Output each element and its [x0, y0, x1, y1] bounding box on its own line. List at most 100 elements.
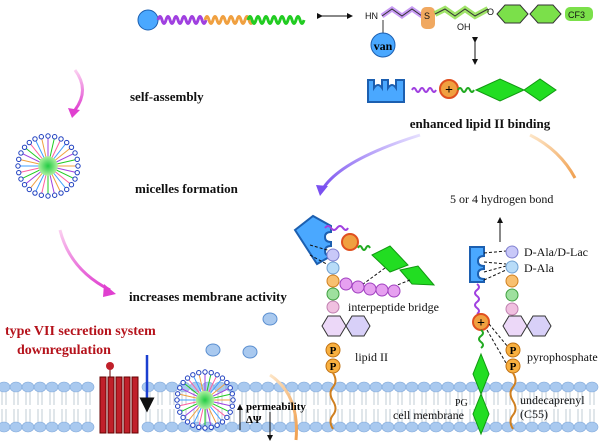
lipid-head	[357, 381, 371, 393]
lipid-head	[9, 381, 23, 393]
pyrophosphate-label: pyrophosphate	[527, 350, 598, 364]
polymer-chain	[137, 9, 306, 31]
lipid-head	[81, 381, 95, 393]
lipid-head	[429, 421, 443, 433]
oxygen-label: O	[487, 7, 494, 17]
lipid-head	[249, 381, 263, 393]
enhanced-binding-label: enhanced lipid II binding	[410, 116, 551, 131]
micelle-head	[18, 150, 24, 156]
membrane-activity-arrow	[58, 229, 111, 292]
micelle-head	[58, 136, 64, 142]
micelle-head	[174, 397, 180, 403]
micelle-head	[51, 134, 58, 140]
micelle-head	[64, 186, 70, 193]
lipid-head	[525, 421, 539, 433]
lipid-head	[165, 381, 179, 393]
micelle-head	[74, 169, 80, 176]
lipid-head	[21, 381, 35, 393]
lipid-head	[465, 421, 479, 433]
self-assembly-label: self-assembly	[130, 89, 204, 104]
lipid-head	[549, 381, 563, 393]
polymer-segment	[203, 15, 255, 25]
plus-label: +	[445, 83, 453, 98]
micelle-head	[184, 375, 191, 381]
micelle-head	[26, 139, 32, 146]
plus-label: +	[477, 316, 485, 331]
lipid-head	[45, 421, 59, 433]
lipid-ii-complex-left: P P	[293, 214, 436, 430]
lipid-head	[393, 421, 407, 433]
sulfonium-label: S	[424, 11, 430, 21]
lipid-head	[21, 421, 35, 433]
lipid-head	[0, 381, 11, 393]
cf3-label: CF3	[568, 10, 585, 20]
micelle-head	[64, 139, 70, 146]
lipid-head	[441, 381, 455, 393]
micelle-head	[208, 424, 214, 430]
micelles-formation-label: micelles formation	[135, 181, 239, 196]
micelle-membrane	[174, 369, 236, 431]
micelle-head	[177, 409, 183, 415]
lipid-head	[309, 381, 323, 393]
lipid-head	[297, 421, 311, 433]
lipid-head	[57, 421, 71, 433]
micelle-head	[51, 192, 58, 198]
lipid-head	[309, 421, 323, 433]
phosphate-label: P	[330, 345, 337, 357]
lipid-head	[429, 381, 443, 393]
d-ala-d-lac-label: D-Ala/D-Lac	[524, 245, 588, 259]
c55-label: (C55)	[520, 407, 548, 421]
delta-psi-label: ΔΨ	[246, 414, 262, 426]
hydrogen-bond-label: 5 or 4 hydrogen bond	[450, 192, 553, 206]
micelle-head	[72, 176, 78, 182]
micelle-head	[58, 190, 64, 196]
lipid-head	[405, 381, 419, 393]
micelle-head	[229, 391, 235, 397]
micelle-head	[15, 163, 21, 169]
micelle-head	[21, 182, 28, 188]
micelle-head	[75, 163, 81, 169]
phosphate-label: P	[510, 345, 517, 357]
schematic-molecule: +	[367, 78, 557, 103]
micelle-head	[38, 192, 45, 198]
micelle-head	[184, 419, 191, 425]
micelle-head	[26, 186, 32, 193]
micelle-head	[38, 134, 45, 140]
interpeptide-bridge-label: interpeptide bridge	[348, 300, 439, 314]
t7ss-label: type VII secretion system	[5, 324, 156, 339]
lipid-head	[537, 421, 551, 433]
micelle-head	[227, 409, 233, 415]
micelle	[15, 133, 81, 199]
phosphate-label: P	[330, 361, 337, 373]
micelle-head	[230, 397, 236, 403]
micelle-head	[214, 372, 220, 378]
lipid-head	[33, 421, 47, 433]
micelle-head	[68, 144, 75, 150]
leakage-arrow	[269, 373, 298, 441]
micelle-head	[196, 370, 202, 376]
micelle-head	[196, 424, 202, 430]
pg-label: PG	[455, 398, 468, 409]
micelle-head	[214, 422, 220, 428]
lipid-head	[417, 421, 431, 433]
micelle-head	[219, 375, 226, 381]
lipid-head	[69, 381, 83, 393]
lipid-head	[369, 421, 383, 433]
lipid-head	[237, 381, 251, 393]
micelle-core	[38, 156, 58, 176]
lipid-head	[273, 421, 287, 433]
self-assembly-arrow	[73, 69, 84, 111]
micelle-head	[18, 176, 24, 182]
permeability-label: permeability	[246, 401, 306, 413]
van-label: van	[374, 39, 393, 53]
micelle-head	[202, 369, 208, 375]
phosphate-label: P	[510, 361, 517, 373]
polymer-head-circle	[137, 9, 159, 31]
lipid-head	[9, 421, 23, 433]
lipid-head	[141, 421, 155, 433]
binding-arrow-left	[320, 133, 421, 191]
micelle-head	[74, 156, 80, 163]
polymer-segment	[156, 15, 208, 25]
